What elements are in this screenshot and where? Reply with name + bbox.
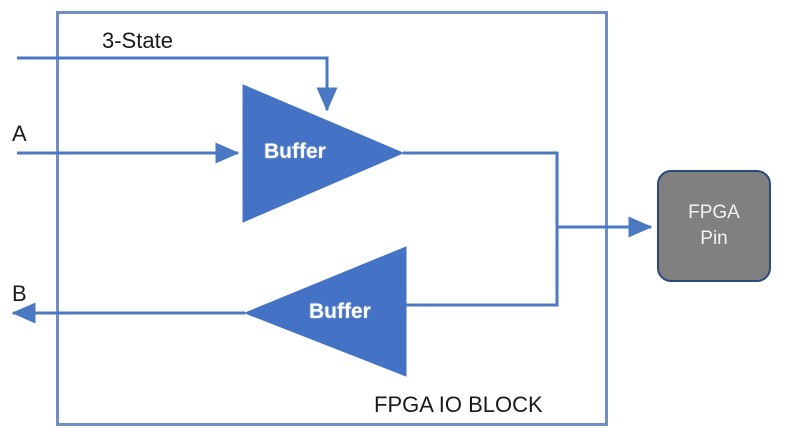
tristate-wire bbox=[17, 56, 338, 112]
fpga-pin-label-line1: FPGA bbox=[688, 202, 740, 223]
output-b-label: B bbox=[12, 281, 27, 306]
input-a-label: A bbox=[12, 121, 27, 146]
fpga-pin-box: FPGA Pin bbox=[657, 170, 771, 282]
tristate-label: 3-State bbox=[102, 28, 173, 53]
fpga-io-block-label: FPGA IO BLOCK bbox=[374, 392, 543, 417]
fpga-pin-label-line2: Pin bbox=[700, 228, 728, 249]
input-buffer-shape bbox=[243, 246, 407, 377]
output-buffer-wire bbox=[403, 151, 559, 307]
output-buffer-shape bbox=[242, 84, 405, 223]
output-buffer-label: Buffer bbox=[264, 140, 326, 163]
fpga-io-block-boundary bbox=[56, 11, 608, 426]
input-buffer-label: Buffer bbox=[309, 300, 371, 323]
